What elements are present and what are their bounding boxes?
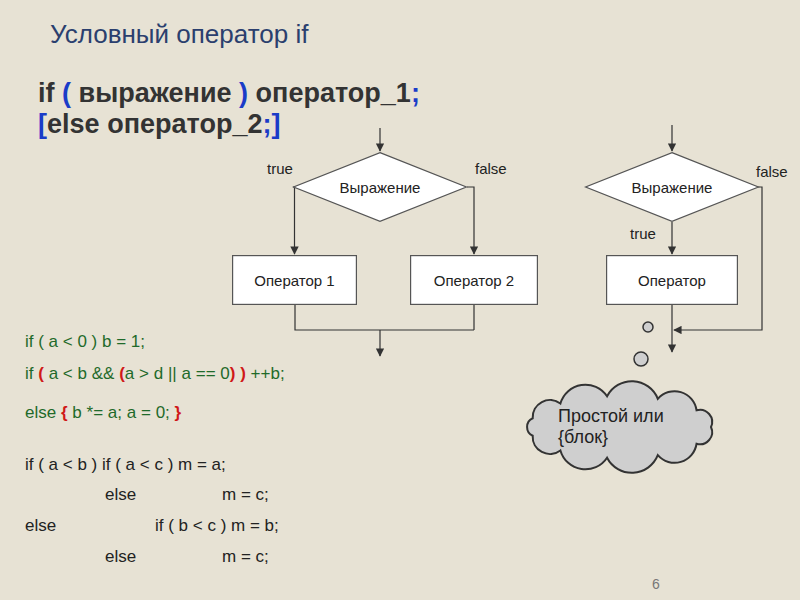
thought-bubble	[634, 352, 648, 366]
branch-label: true	[265, 161, 295, 178]
branch-label: false	[754, 163, 790, 180]
entry-arrow	[671, 125, 672, 151]
syntax-line: if ( выражение ) оператор_1;	[38, 78, 420, 109]
node-text: Простой или {блок}	[558, 406, 688, 448]
node-text: Оператор	[638, 272, 706, 289]
process-box: Оператор	[606, 255, 738, 305]
decision-diamond: Выражение	[585, 152, 759, 222]
code-line: m = c;	[222, 547, 269, 567]
process-box: Оператор 2	[410, 255, 538, 305]
code-line: m = c;	[222, 485, 269, 505]
branch-label: true	[628, 226, 658, 243]
flow-connector	[293, 187, 295, 254]
flow-connector	[467, 187, 474, 254]
node-text: Выражение	[632, 179, 713, 196]
code-keyword: else	[105, 485, 136, 505]
syntax-line: [else оператор_2;]	[38, 109, 280, 140]
node-text: Оператор 1	[254, 272, 334, 289]
code-line: if ( a < 0 ) b = 1;	[25, 332, 145, 352]
code-line: else { b *= a; a = 0; }	[25, 403, 181, 423]
process-box: Оператор 1	[232, 255, 357, 305]
code-keyword: else	[25, 516, 56, 536]
thought-cloud: Простой или {блок}	[520, 388, 720, 466]
code-line: if ( b < c ) m = b;	[155, 516, 279, 536]
code-line: if ( a < b && (a > d || a == 0) ) ++b;	[25, 364, 285, 384]
page-number: 6	[652, 576, 660, 592]
node-text: Выражение	[340, 179, 421, 196]
node-text: Оператор 2	[434, 272, 514, 289]
decision-diamond: Выражение	[293, 152, 467, 222]
entry-arrow	[379, 128, 380, 151]
thought-bubble	[643, 322, 653, 332]
exit-arrow	[379, 330, 380, 356]
code-line: if ( a < b ) if ( a < c ) m = a;	[25, 455, 226, 475]
branch-label: false	[473, 161, 509, 178]
merge-line	[295, 305, 474, 330]
exit-arrow	[671, 305, 672, 352]
slide-title: Условный оператор if	[50, 20, 308, 50]
code-keyword: else	[105, 547, 136, 567]
thought-cloud-outline	[520, 388, 720, 466]
flow-connector	[671, 222, 672, 254]
